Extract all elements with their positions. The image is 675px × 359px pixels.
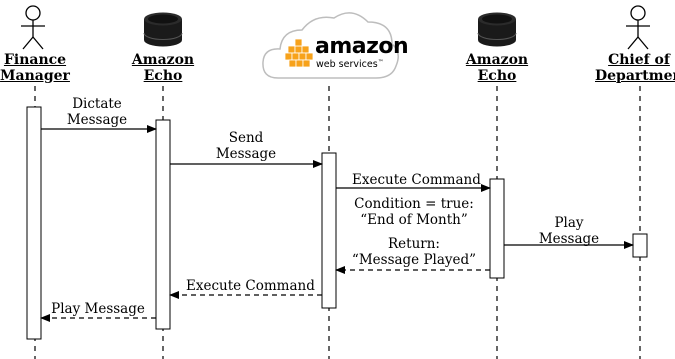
message-label-exec2: Execute Command: [186, 278, 315, 294]
amazon-echo-icon: [143, 12, 183, 47]
aws-logo-subtitle: web services™: [316, 59, 384, 70]
aws-logo-word: amazon: [315, 34, 409, 59]
activation-finance: [26, 106, 42, 340]
activation-aws: [321, 152, 337, 309]
message-label-playback: Play Message: [51, 301, 145, 317]
actor-label-chief: Chief ofDepartment: [595, 52, 675, 84]
aws-cloud-logo-icon: [262, 12, 399, 79]
message-label-return: Return:“Message Played”: [351, 236, 477, 268]
note-condition: Condition = true:“End of Month”: [354, 196, 474, 228]
activation-chief: [632, 233, 648, 258]
stick-figure-icon: [626, 5, 650, 50]
activation-echo1: [155, 119, 171, 330]
activation-echo2: [489, 178, 505, 279]
stick-figure-icon: [21, 5, 45, 50]
message-label-exec1: Execute Command: [352, 172, 481, 188]
amazon-echo-icon: [477, 12, 517, 47]
